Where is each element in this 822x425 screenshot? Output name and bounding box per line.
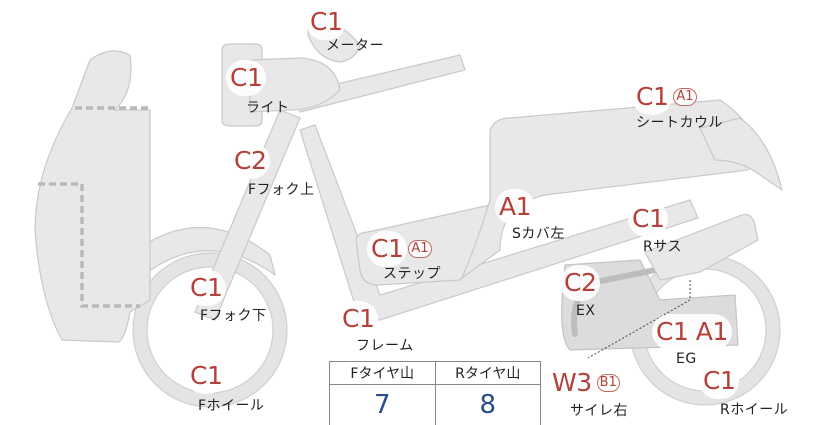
light-grade-text: C1 [226, 60, 267, 96]
tire-tread-header-row: Fタイヤ山 Rタイヤ山 [329, 361, 541, 385]
rear-wheel-grade-text: C1 [699, 363, 740, 399]
frame-label: フレーム [356, 338, 414, 354]
side-cover-left-label: Sカバ左 [512, 226, 565, 242]
light-label: ライト [246, 100, 290, 116]
rear-wheel-label: Rホイール [720, 402, 789, 418]
tail-cowl-shape [699, 117, 783, 192]
rear-wheel-grade: C1 [699, 363, 740, 399]
front-fork-upper-grade-text: C2 [230, 143, 271, 179]
seat-cowl-label: シートカウル [636, 115, 723, 131]
head-cover-shape [249, 57, 341, 113]
meter-grade: C1 [306, 4, 347, 40]
front-wheel-grade-text: C1 [186, 358, 227, 394]
engine-leader-line [587, 280, 691, 359]
step-label: ステップ [383, 266, 441, 282]
muffler-right-grade-text: W3 [548, 365, 596, 401]
rear-tread-header: Rタイヤ山 [434, 361, 541, 385]
tire-tread-value-row: 7 8 [329, 384, 541, 425]
engine-grade-text: C1 A1 [652, 314, 732, 350]
muffler-right-sub-grade: B1 [596, 374, 620, 392]
front-fork-shape [194, 109, 301, 321]
step-grade-text: C1 [367, 231, 408, 267]
side-cover-left-grade: A1 [495, 189, 536, 225]
exhaust-label: EX [576, 303, 596, 319]
engine-label: EG [676, 351, 697, 367]
seat-cowl-sub-grade: A1 [673, 88, 697, 106]
rear-shock-shape [644, 213, 759, 281]
rear-tread-value: 8 [434, 384, 541, 425]
seat-cowl-grade: C1 A1 [632, 79, 697, 115]
frame-grade: C1 [338, 301, 379, 337]
exhaust-grade: C2 [560, 265, 601, 301]
front-tread-value: 7 [329, 384, 436, 425]
seat-cowl-grade-text: C1 [632, 79, 673, 115]
frame-grade-text: C1 [338, 301, 379, 337]
front-fork-lower-grade-text: C1 [186, 270, 227, 306]
front-fork-lower-grade: C1 [186, 270, 227, 306]
meter-grade-text: C1 [306, 4, 347, 40]
front-fork-upper-label: Fフォク上 [248, 182, 315, 198]
meter-label: メーター [326, 38, 384, 54]
body-shape [460, 99, 761, 280]
front-fork-lower-label: Fフォク下 [200, 308, 267, 324]
front-tread-header: Fタイヤ山 [329, 361, 436, 385]
side-cover-left-grade-text: A1 [495, 189, 536, 225]
tire-tread-table: Fタイヤ山 Rタイヤ山 7 8 [329, 361, 541, 425]
step-grade: C1 A1 [367, 231, 432, 267]
muffler-right-grade: W3 B1 [548, 365, 620, 401]
front-wheel-label: Fホイール [198, 398, 265, 414]
leg-shield-shape [34, 50, 151, 343]
rear-suspension-label: Rサス [643, 239, 682, 255]
rear-suspension-grade: C1 [628, 201, 669, 237]
engine-grade: C1 A1 [652, 314, 732, 350]
rear-suspension-grade-text: C1 [628, 201, 669, 237]
front-fork-upper-grade: C2 [230, 143, 271, 179]
front-wheel-grade: C1 [186, 358, 227, 394]
muffler-right-label: サイレ右 [570, 403, 628, 419]
light-grade: C1 [226, 60, 267, 96]
exhaust-grade-text: C2 [560, 265, 601, 301]
shield-seam-lower [38, 182, 140, 308]
step-sub-grade: A1 [408, 240, 432, 258]
